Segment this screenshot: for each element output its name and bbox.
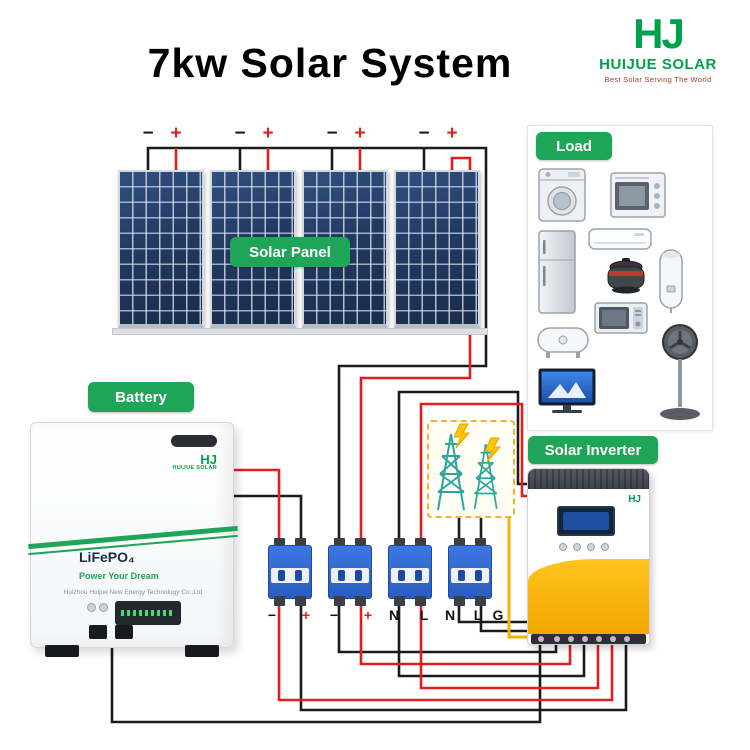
battery-slogan: Power Your Dream (79, 571, 159, 581)
circuit-breaker-battery (268, 538, 312, 606)
inverter-unit: HJ (527, 468, 650, 645)
battery-button-2 (99, 603, 108, 612)
battery-foot-left (45, 645, 79, 657)
page-title: 7kw Solar System (147, 40, 513, 86)
washing-machine-icon (538, 168, 586, 227)
panel2-negative-terminal: − (234, 123, 246, 144)
water-heater-icon (658, 246, 684, 319)
battery-chemistry-label: LiFePO₄ (79, 549, 135, 565)
load-badge: Load (536, 132, 612, 160)
ground-wire (507, 518, 528, 639)
brand-monogram-icon: HJ (633, 10, 685, 57)
panel4-positive-terminal: + (446, 123, 458, 144)
inverter-button-1 (559, 543, 567, 551)
rice-cooker-icon (604, 256, 648, 301)
brand-logo: HJ HUIJUE SOLAR Best Solar Serving The W… (590, 10, 726, 84)
refrigerator-icon (538, 230, 576, 319)
oven-icon (610, 172, 666, 223)
circuit-breaker-ac-2 (448, 538, 492, 606)
battery-negative-wire (234, 494, 303, 538)
battery-display (115, 601, 181, 625)
panel1-negative-terminal: − (142, 123, 154, 144)
inverter-button-2 (573, 543, 581, 551)
brand-tagline: Best Solar Serving The World (604, 74, 712, 84)
load-box: Load (527, 125, 713, 431)
lightning-icon (453, 423, 502, 463)
panel3-negative-terminal: − (326, 123, 338, 144)
breaker-label-pos-1: + (301, 607, 311, 623)
breaker-label-l-1: L (419, 607, 429, 623)
panel4-negative-terminal: − (418, 123, 430, 144)
solar-inverter-badge: Solar Inverter (528, 436, 658, 464)
breaker-label-l-2: L (473, 607, 483, 623)
breaker-label-neg-1: − (267, 607, 277, 623)
solar-panel-4 (394, 170, 480, 328)
inverter-button-4 (601, 543, 609, 551)
breaker-label-n-1: N (388, 607, 400, 623)
battery-handle (171, 435, 217, 447)
air-conditioner-icon (588, 228, 652, 255)
inverter-lower-shell (528, 559, 649, 634)
microwave-icon (594, 302, 648, 341)
circuit-breaker-ac-1 (388, 538, 432, 606)
inverter-vent-panel (528, 469, 649, 489)
battery-brand-logo: HJ HUIJUE SOLAR (172, 453, 217, 472)
breaker-label-n-2: N (444, 607, 456, 623)
panel-mounting-rail (112, 328, 488, 335)
breaker-label-neg-2: − (329, 607, 339, 623)
battery-positive-wire (234, 468, 281, 538)
battery-unit: HJ HUIJUE SOLAR LiFePO₄ Power Your Dream… (28, 422, 238, 657)
inverter-brand-monogram-icon: HJ (628, 494, 641, 505)
battery-terminal-1 (89, 625, 107, 639)
solar-panel-badge: Solar Panel (230, 237, 350, 267)
brand-name: HUIJUE SOLAR (599, 55, 717, 73)
utility-grid-box (427, 420, 515, 518)
panel1-positive-terminal: + (170, 123, 182, 144)
breaker-label-pos-2: + (363, 607, 373, 623)
panel2-positive-terminal: + (262, 123, 274, 144)
battery-terminal-2 (115, 625, 133, 639)
inverter-button-3 (587, 543, 595, 551)
breaker-label-ground: G (492, 607, 504, 623)
solar-panel-1 (118, 170, 204, 328)
battery-foot-right (185, 645, 219, 657)
inverter-display (557, 506, 615, 536)
panel3-positive-terminal: + (354, 123, 366, 144)
circuit-breaker-pv (328, 538, 372, 606)
battery-brand-name: HUIJUE SOLAR (172, 465, 217, 471)
battery-button-1 (87, 603, 96, 612)
television-icon (538, 368, 596, 423)
battery-company-label: Huizhou Huijue New Energy Technology Co.… (63, 589, 203, 596)
transmission-tower-icon (437, 423, 502, 511)
electric-fan-icon (656, 322, 704, 427)
battery-badge: Battery (88, 382, 194, 412)
storage-tank-icon (536, 322, 590, 365)
